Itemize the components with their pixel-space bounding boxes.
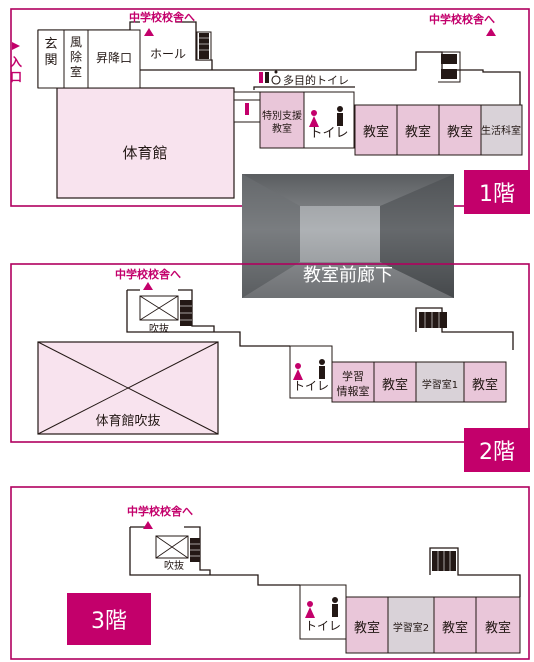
floor-2-badge-label: 2階 [479,440,515,465]
to-junior-high: 中学校校舎へ [127,504,193,518]
classroom [463,361,507,403]
female-icon [245,103,249,115]
female-icon [293,369,303,380]
learning-info-label-1: 学習 [342,369,364,383]
life-science-room [480,104,523,156]
toilet-label: トイレ [305,619,341,633]
fujoshitsu-label-3: 室 [70,64,82,79]
small-room [233,91,261,101]
floor-2-corridor [126,289,514,350]
classroom [373,361,417,403]
study-room-2-label: 学習室2 [393,621,429,634]
classroom [354,104,398,156]
male-icon [319,359,325,365]
female-icon [295,363,301,369]
to-junior-high-right: 中学校校舎へ [429,12,495,26]
corridor-photo-caption: 教室前廊下 [303,265,393,286]
life-science-label: 生活科室 [481,124,521,137]
shokoguchi-label: 昇降口 [96,51,132,65]
void-area [139,295,179,321]
classroom-label: 教室 [442,620,468,636]
gym-void-label: 体育館吹抜 [95,413,160,429]
classroom-label: 教室 [382,377,408,393]
classroom-label: 教室 [472,377,498,393]
classroom [396,104,440,156]
gym-label: 体育館 [122,144,167,162]
floor-3-badge [67,593,151,645]
female-icon [307,601,313,607]
study-room-1-label: 学習室1 [422,378,458,391]
floor-3-corridor [129,526,521,597]
toilet-label: トイレ [293,379,329,393]
female-icon [311,110,317,116]
stairs-icon [419,312,447,328]
entrance-label-1: 入 [10,55,22,69]
special-support-label-2: 教室 [272,122,292,135]
gym [56,87,235,199]
classroom-label: 教室 [485,620,511,636]
shokoguchi-room [87,29,141,89]
fujoshitsu-label-2: 除 [70,49,82,64]
female-icon [305,607,315,618]
void-area [155,535,189,559]
special-support-room [259,91,305,149]
classroom-label: 教室 [363,124,389,140]
void-label: 吹抜 [149,322,169,335]
floor-1-badge [464,170,530,214]
classroom [345,596,389,654]
floor-1-hall-wall [129,21,213,70]
male-icon [319,366,325,379]
stairs-icon [438,51,461,83]
arrow-up-icon [144,28,154,36]
floor-2: 中学校校舎へ 吹抜 体育館吹抜 トイレ [10,263,530,472]
void-label: 吹抜 [164,559,184,572]
gym-void [37,341,219,435]
learning-info-label-2: 情報室 [337,384,370,398]
learning-info-room [331,361,375,403]
floor-2-frame [10,263,530,443]
multipurpose-toilet-label: 多目的トイレ [283,73,349,87]
toilet-room [299,584,347,640]
special-support-label-1: 特別支援 [262,109,302,122]
classroom-label: 教室 [354,620,380,636]
stairs-icon [190,538,200,562]
fujoshitsu-label-1: 風 [70,35,82,49]
male-icon [332,597,338,603]
classroom [475,596,521,654]
study-room-2 [387,596,435,654]
female-icon [309,116,319,127]
to-junior-high: 中学校校舎へ [115,267,181,281]
floor-1: 体育館 玄 関 風 除 室 昇降口 入 口 ホール 中学校校舎へ [10,8,530,214]
male-icon [337,106,343,112]
genkan-room [37,29,65,89]
floor-3: 中学校校舎へ 吹抜 トイレ 教室 学 [10,486,530,660]
stairs-icon [196,31,212,61]
classroom [438,104,482,156]
male-icon [337,113,343,126]
entrance-label-2: 口 [10,70,22,84]
male-icon [332,604,338,617]
accessible-toilet-icon [259,70,281,85]
arrow-up-icon [143,521,153,529]
to-junior-high-left: 中学校校舎へ [129,10,195,24]
arrow-up-icon [486,28,496,36]
stairs-icon [432,551,456,571]
entrance-arrow-icon [12,42,20,50]
floor-3-badge-label: 3階 [91,609,127,634]
genkan-label-1: 玄 [44,37,57,52]
classroom-label: 教室 [447,124,473,140]
toilet-label: トイレ [309,126,348,141]
corridor-photo: 教室前廊下 [242,174,454,298]
floor-1-badge-label: 1階 [479,182,515,207]
study-room-1 [415,361,465,403]
arrow-up-icon [143,282,153,290]
genkan-label-2: 関 [44,53,57,68]
classroom-label: 教室 [405,124,431,140]
stairs-icon [180,300,192,326]
hall-label: ホール [150,47,186,61]
floor-3-frame [10,486,530,660]
floor-2-badge [464,428,530,472]
